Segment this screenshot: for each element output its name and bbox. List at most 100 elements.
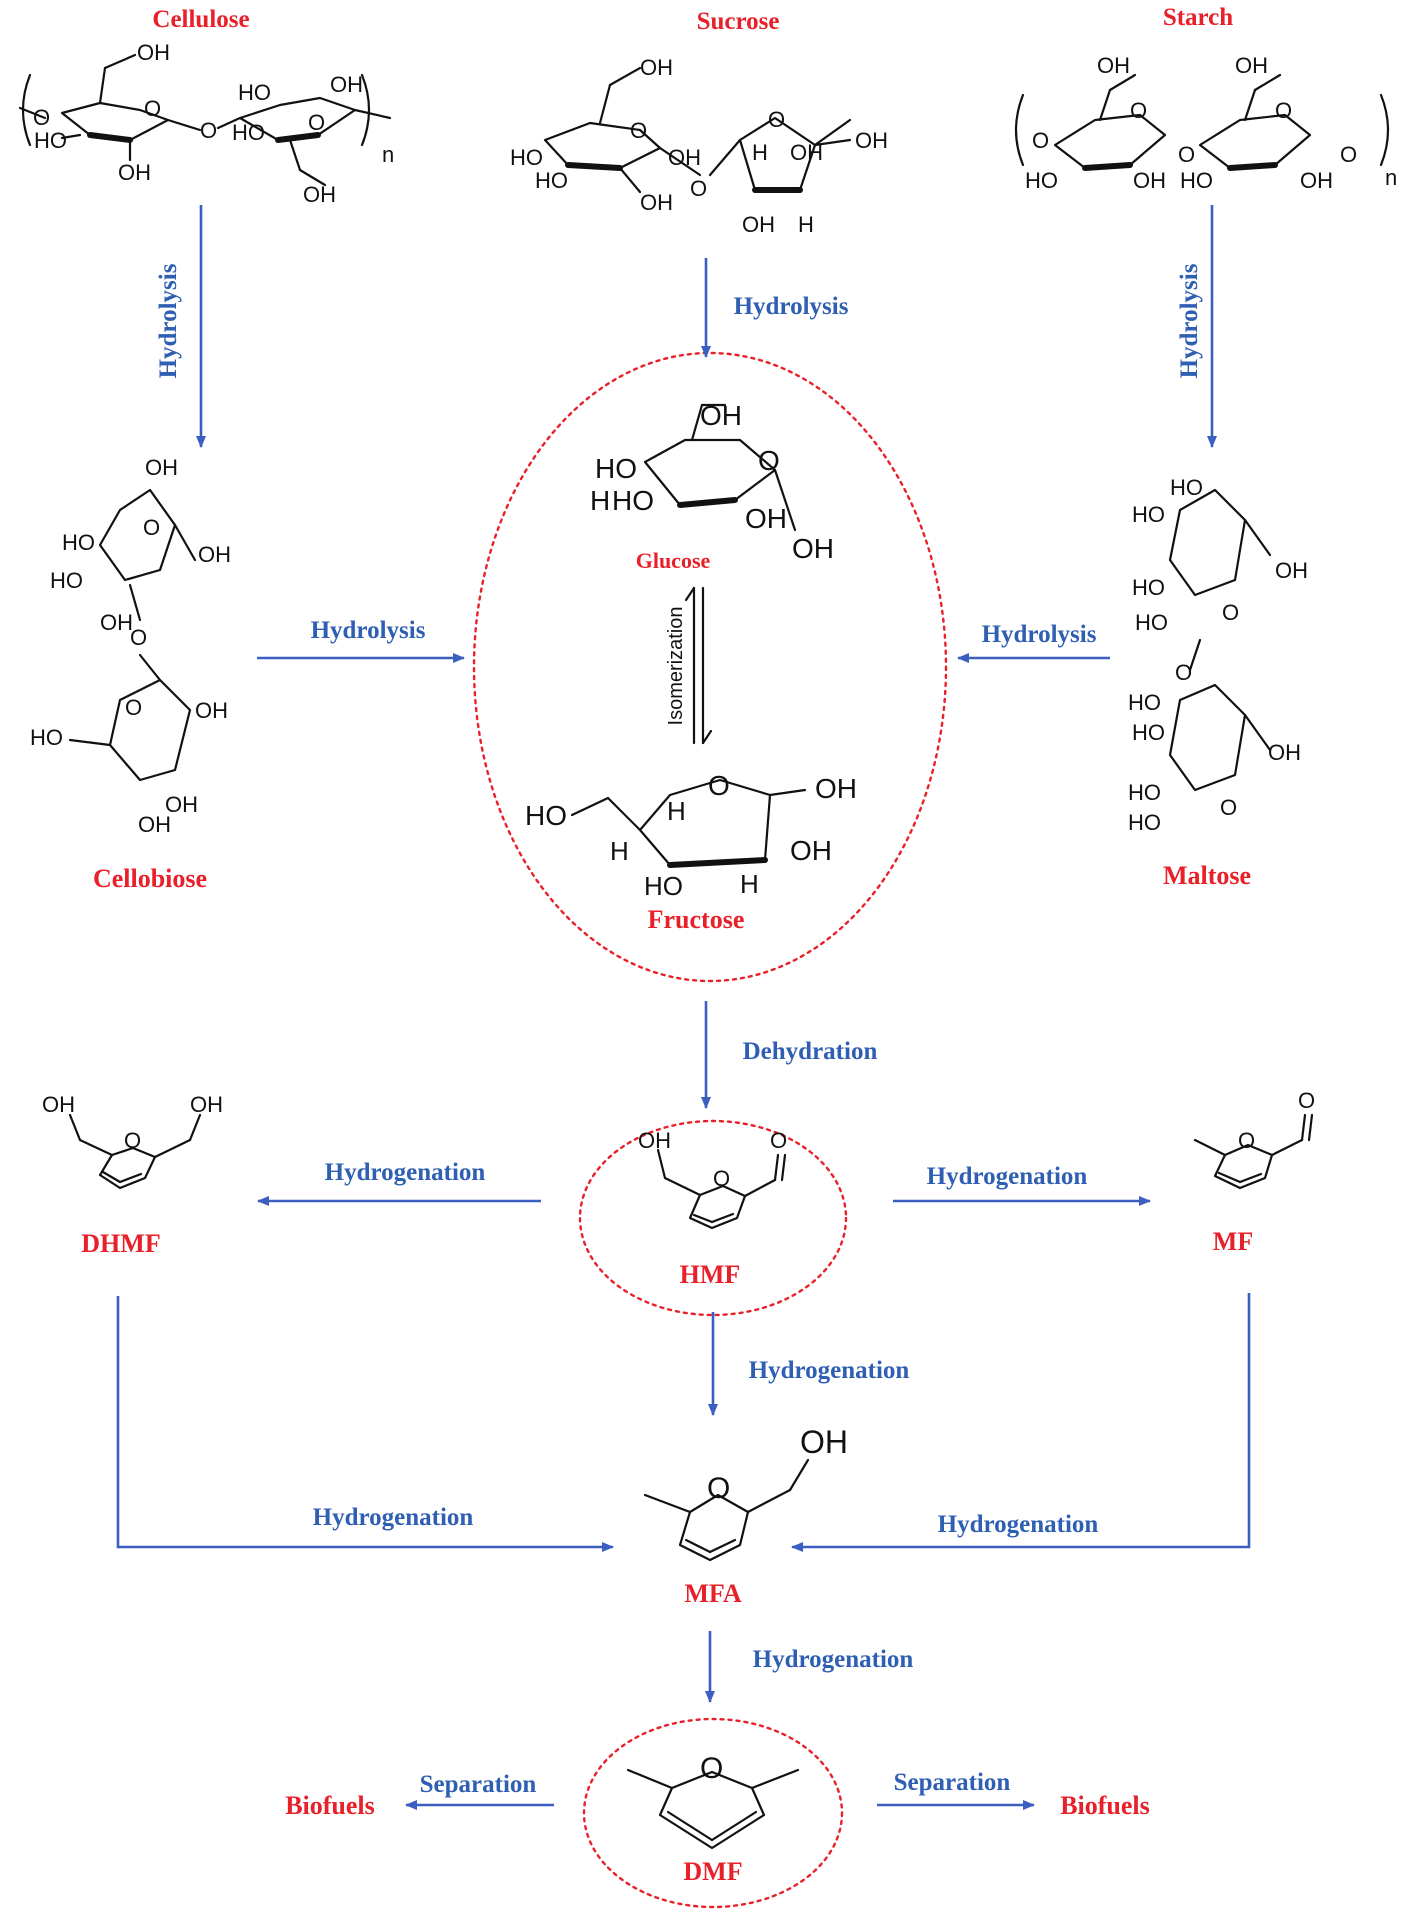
sucrose-structure: OH O HO HO OH OH O H O OH OH H OH bbox=[510, 55, 888, 237]
svg-text:OH: OH bbox=[145, 455, 178, 480]
svg-text:n: n bbox=[1385, 165, 1397, 190]
mf-label: MF bbox=[1213, 1227, 1253, 1256]
svg-text:O: O bbox=[690, 176, 707, 201]
maltose-label: Maltose bbox=[1163, 861, 1251, 890]
dmf-structure: O bbox=[626, 1752, 800, 1850]
starch-structure: n O OH O HO OH O OH O HO OH O bbox=[1014, 53, 1397, 193]
biofuels-left-label: Biofuels bbox=[285, 1791, 375, 1820]
svg-text:HO: HO bbox=[62, 530, 95, 555]
svg-text:OH: OH bbox=[1300, 168, 1333, 193]
svg-text:O: O bbox=[143, 515, 160, 540]
svg-text:H: H bbox=[590, 485, 610, 516]
svg-text:OH: OH bbox=[792, 533, 834, 564]
svg-text:OH: OH bbox=[800, 1424, 848, 1460]
hydrolysis-cellulose-label: Hydrolysis bbox=[155, 263, 182, 378]
svg-text:OH: OH bbox=[638, 1128, 671, 1153]
glucose-structure: OH O HO H HO OH OH bbox=[590, 400, 834, 564]
svg-text:OH: OH bbox=[1275, 558, 1308, 583]
svg-text:HO: HO bbox=[1132, 502, 1165, 527]
svg-text:OH: OH bbox=[1097, 53, 1130, 78]
svg-text:HO: HO bbox=[1132, 720, 1165, 745]
svg-text:OH: OH bbox=[640, 190, 673, 215]
svg-text:O: O bbox=[713, 1166, 730, 1191]
svg-text:O: O bbox=[124, 1128, 141, 1153]
svg-text:O: O bbox=[770, 1128, 787, 1153]
hydrolysis-cellobiose-label: Hydrolysis bbox=[311, 617, 426, 644]
svg-text:HO: HO bbox=[1128, 810, 1161, 835]
hydrolysis-maltose-label: Hydrolysis bbox=[982, 621, 1097, 648]
svg-text:O: O bbox=[33, 105, 50, 130]
svg-text:OH: OH bbox=[640, 55, 673, 80]
svg-text:H: H bbox=[610, 836, 629, 866]
cellulose-n-subscript: n bbox=[382, 142, 394, 167]
svg-text:O: O bbox=[1340, 142, 1357, 167]
dhmf-structure: O OH OH bbox=[42, 1092, 223, 1190]
isomerization-backward-barb bbox=[684, 586, 696, 602]
svg-text:HO: HO bbox=[1128, 690, 1161, 715]
svg-text:O: O bbox=[1032, 128, 1049, 153]
cellulose-label: Cellulose bbox=[152, 6, 249, 33]
svg-text:OH: OH bbox=[790, 835, 832, 866]
svg-text:HO: HO bbox=[1180, 168, 1213, 193]
dmf-label: DMF bbox=[683, 1857, 742, 1886]
hmf-label: HMF bbox=[680, 1260, 741, 1289]
svg-text:HO: HO bbox=[535, 168, 568, 193]
hydrogenation-dhmf-mfa-label: Hydrogenation bbox=[313, 1504, 474, 1531]
hydrogenation-mf-label: Hydrogenation bbox=[927, 1163, 1088, 1190]
svg-text:O: O bbox=[125, 695, 142, 720]
hydrolysis-starch-label: Hydrolysis bbox=[1176, 263, 1203, 378]
glucose-label: Glucose bbox=[636, 548, 711, 573]
svg-text:OH: OH bbox=[100, 610, 133, 635]
dmf-highlight-circle bbox=[582, 1717, 844, 1909]
svg-text:O: O bbox=[1220, 795, 1237, 820]
svg-text:HO: HO bbox=[1170, 475, 1203, 500]
svg-text:HO: HO bbox=[510, 145, 543, 170]
isomerization-forward-barb bbox=[701, 729, 713, 745]
svg-text:O: O bbox=[1175, 660, 1192, 685]
svg-text:OH: OH bbox=[138, 812, 171, 837]
svg-text:O: O bbox=[768, 107, 785, 132]
svg-text:HO: HO bbox=[595, 453, 637, 484]
hydrogenation-mfa-dmf-label: Hydrogenation bbox=[753, 1646, 914, 1673]
mfa-structure: O OH bbox=[643, 1424, 848, 1562]
svg-text:OH: OH bbox=[195, 698, 228, 723]
svg-text:O: O bbox=[308, 110, 325, 135]
svg-text:O: O bbox=[1238, 1128, 1255, 1153]
svg-text:O: O bbox=[758, 445, 780, 476]
maltose-structure: HO HO OH HO O HO O HO HO OH HO HO O bbox=[1128, 475, 1308, 835]
svg-text:HO: HO bbox=[238, 80, 271, 105]
svg-text:OH: OH bbox=[198, 542, 231, 567]
fructose-label: Fructose bbox=[648, 905, 745, 934]
svg-text:O: O bbox=[144, 96, 161, 121]
svg-text:O: O bbox=[700, 1752, 723, 1785]
dehydration-label: Dehydration bbox=[743, 1038, 878, 1065]
arrow-dhmf-mfa bbox=[116, 1296, 614, 1552]
cellobiose-structure: OH O HO OH HO OH O O OH HO OH OH bbox=[30, 455, 231, 837]
svg-text:O: O bbox=[1178, 142, 1195, 167]
svg-text:H: H bbox=[667, 796, 686, 826]
cellulose-structure: n O O OH HO OH O HO OH HO O OH bbox=[18, 40, 394, 207]
dhmf-label: DHMF bbox=[81, 1229, 160, 1258]
svg-text:O: O bbox=[1298, 1088, 1315, 1113]
svg-text:HO: HO bbox=[1128, 780, 1161, 805]
sucrose-label: Sucrose bbox=[697, 8, 780, 35]
mf-structure: O O bbox=[1193, 1088, 1315, 1190]
svg-text:OH: OH bbox=[190, 1092, 223, 1117]
svg-text:O: O bbox=[630, 118, 647, 143]
svg-text:OH: OH bbox=[745, 503, 787, 534]
hydrogenation-dhmf-label: Hydrogenation bbox=[325, 1159, 486, 1186]
svg-text:O: O bbox=[1222, 600, 1239, 625]
svg-text:OH: OH bbox=[855, 128, 888, 153]
svg-text:HO: HO bbox=[34, 128, 67, 153]
svg-text:O: O bbox=[707, 1472, 730, 1505]
svg-text:O: O bbox=[1130, 98, 1147, 123]
hmf-highlight-circle bbox=[578, 1119, 848, 1317]
svg-text:OH: OH bbox=[700, 400, 742, 431]
fructose-structure: O HO H H HO H OH OH bbox=[525, 770, 857, 901]
starch-label: Starch bbox=[1163, 4, 1233, 31]
svg-text:HO: HO bbox=[50, 568, 83, 593]
svg-text:H: H bbox=[798, 212, 814, 237]
svg-text:O: O bbox=[130, 625, 147, 650]
